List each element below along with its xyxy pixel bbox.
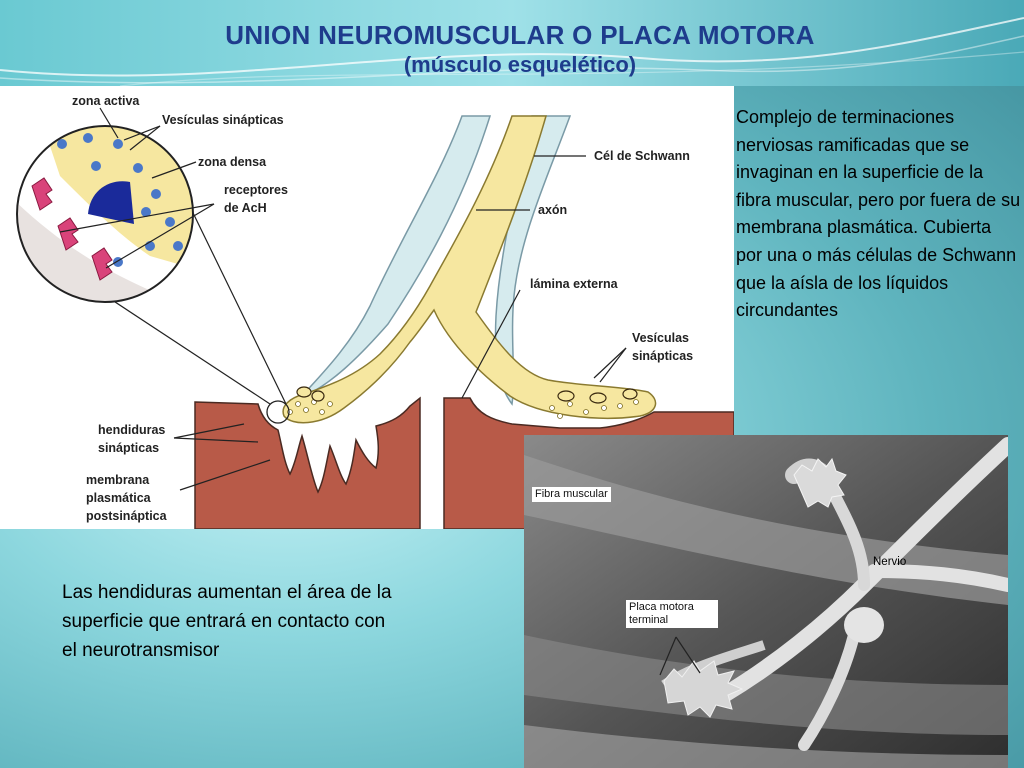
description-text-left: Las hendiduras aumentan el área de la su… [62, 582, 392, 661]
label-vesiculas-sinapticas: Vesículas sinápticas [162, 113, 284, 127]
label-membrana-line3: postsináptica [86, 509, 168, 523]
slide-subtitle: (músculo esquelético) [403, 52, 637, 77]
label-zona-densa: zona densa [198, 155, 267, 169]
label-cel-schwann: Cél de Schwann [594, 149, 690, 163]
label-membrana-line1: membrana [86, 473, 150, 487]
axon [282, 115, 657, 424]
label-pointer-lines [59, 107, 627, 491]
mitochondria-left [296, 386, 325, 402]
synaptic-vesicles-right-terminal [549, 399, 639, 419]
slide-header: UNION NEUROMUSCULAR O PLACA MOTORA (músc… [0, 0, 1024, 87]
label-fibra-muscular: Fibra muscular [532, 487, 611, 502]
label-receptores-line2: de AcH [224, 201, 267, 215]
label-hendiduras-line1: hendiduras [98, 423, 165, 437]
label-lamina-externa: lámina externa [530, 277, 619, 291]
muscle-fiber-left [194, 396, 421, 529]
label-axon: axón [538, 203, 567, 217]
label-vesiculas-2-line2: sinápticas [632, 349, 693, 363]
zoomed-synapse-inset [16, 125, 194, 303]
label-zona-activa: zona activa [72, 94, 140, 108]
label-hendiduras-line2: sinápticas [98, 441, 159, 455]
motor-end-plate-branches [663, 660, 744, 718]
header-wave-decoration [0, 0, 1024, 87]
zoom-source-circle [266, 400, 290, 424]
label-receptores-line1: receptores [224, 183, 288, 197]
label-placa-motora: Placa motora terminal [626, 600, 718, 628]
description-text-right: Complejo de terminaciones nerviosas rami… [736, 107, 1021, 321]
synaptic-vesicles-left-terminal [287, 399, 333, 415]
slide-title: UNION NEUROMUSCULAR O PLACA MOTORA [225, 20, 815, 50]
mitochondria-right [557, 388, 638, 404]
label-membrana-line2: plasmática [86, 491, 152, 505]
label-vesiculas-2-line1: Vesículas [632, 331, 689, 345]
electron-micrograph: Fibra muscular Nervio Placa motora termi… [524, 435, 1008, 768]
label-nervio: Nervio [873, 556, 907, 568]
